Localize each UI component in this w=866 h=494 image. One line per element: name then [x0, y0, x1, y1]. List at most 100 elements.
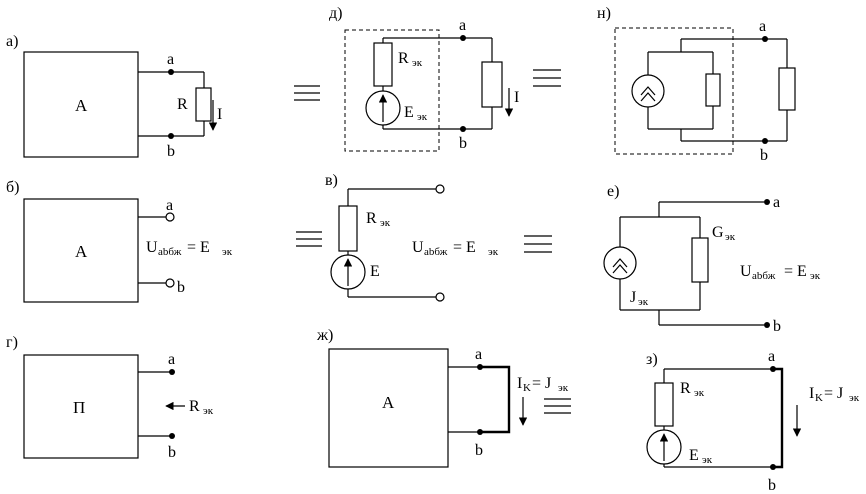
current-source-jeq	[603, 246, 637, 280]
resistor-r	[195, 87, 212, 122]
equivalence-sign-4	[524, 235, 552, 253]
node-a-label: a	[459, 17, 466, 34]
req-sub: эк	[412, 57, 423, 69]
node-a-dot	[169, 369, 175, 375]
geq-label: G	[712, 224, 724, 241]
current-label: I	[514, 89, 519, 106]
panel-g: г) П a b R эк	[6, 334, 214, 461]
jeq-label: J	[630, 289, 636, 306]
jeq-sub: эк	[558, 382, 569, 394]
req-label: R	[680, 380, 691, 397]
node-b-label: b	[459, 135, 467, 152]
short-circuit	[773, 367, 784, 469]
panel-b-label: б)	[6, 179, 19, 196]
dashed-boundary	[614, 27, 734, 155]
panel-z: з) a b R эк E эк I K = J эк	[646, 348, 860, 494]
node-a-dot	[460, 35, 466, 41]
resistor-req	[338, 205, 358, 252]
e-label: E	[370, 263, 380, 280]
node-a-dot	[770, 366, 776, 372]
equivalence-sign-1	[294, 85, 320, 101]
req-label: R	[189, 398, 200, 415]
uabbzh-label: U	[146, 239, 158, 256]
terminal-a	[435, 184, 445, 194]
node-a-label: a	[168, 351, 175, 368]
req-sub: эк	[380, 217, 391, 229]
node-a-dot	[764, 199, 770, 205]
terminal-b	[435, 292, 445, 302]
terminal-a	[165, 212, 175, 222]
node-a-label: a	[759, 18, 766, 35]
block-a-label: A	[382, 393, 395, 412]
resistor-req	[373, 42, 393, 87]
node-b-label: b	[768, 477, 776, 494]
current-label: I	[217, 106, 222, 123]
eeq-label: E	[689, 447, 699, 464]
eq-label: = E	[784, 263, 807, 280]
panel-zh: ж) A a b I K = J эк	[316, 327, 569, 468]
node-b-label: b	[760, 147, 768, 164]
conductance-geq	[691, 237, 709, 283]
geq-sub: эк	[725, 231, 736, 243]
node-b-label: b	[177, 279, 185, 296]
eeq-label: E	[404, 104, 414, 121]
block-a	[328, 348, 449, 468]
node-a-dot	[762, 36, 768, 42]
panel-zh-label: ж)	[316, 327, 333, 344]
resistor-label: R	[177, 96, 188, 113]
dashed-boundary	[344, 29, 440, 152]
eq-label: = E	[187, 239, 210, 256]
current-source	[631, 74, 665, 108]
load-resistor	[778, 67, 796, 111]
eq-label: = E	[453, 239, 476, 256]
eq-label: = J	[824, 385, 843, 402]
node-b-dot	[168, 133, 174, 139]
eeq-sub: эк	[810, 270, 821, 282]
node-a-label: a	[475, 346, 482, 363]
ik-label: I	[517, 375, 522, 392]
req-label: R	[398, 50, 409, 67]
uabbzh-label: U	[740, 263, 752, 280]
panel-n: н) a b	[597, 5, 796, 164]
eq-label: = J	[532, 375, 551, 392]
panel-g-label: г)	[6, 334, 18, 351]
node-b-dot	[477, 429, 483, 435]
req-label: R	[366, 210, 377, 227]
block-a-label: A	[75, 96, 88, 115]
panel-v: в) R эк E U abбж = E эк	[325, 172, 499, 302]
panel-e-label: е)	[607, 183, 619, 200]
panel-v-label: в)	[325, 172, 338, 189]
uabbzh-sub: abбж	[158, 246, 182, 258]
eeq-sub: эк	[222, 246, 233, 258]
node-b-dot	[764, 322, 770, 328]
node-b-label: b	[167, 143, 175, 160]
uabbzh-label: U	[412, 239, 424, 256]
block-a	[23, 51, 139, 158]
equivalence-sign-5	[544, 398, 571, 414]
ik-sub: K	[523, 382, 531, 394]
node-b-label: b	[773, 318, 781, 335]
block-p-label: П	[73, 398, 85, 417]
node-b-dot	[169, 433, 175, 439]
node-b-label: b	[168, 444, 176, 461]
panel-a-label: а)	[6, 33, 18, 50]
eeq-sub: эк	[488, 246, 499, 258]
panel-z-label: з)	[646, 351, 658, 368]
panel-d-label: д)	[329, 5, 342, 22]
eeq-sub: эк	[702, 454, 713, 466]
req-sub: эк	[203, 405, 214, 417]
resistor-req	[654, 382, 674, 427]
uabbzh-sub: abбж	[752, 270, 776, 282]
node-b-dot	[460, 126, 466, 132]
node-b-dot	[770, 464, 776, 470]
eeq-sub: эк	[417, 111, 428, 123]
node-a-label: a	[167, 51, 174, 68]
panel-b: б) A a b U abбж = E эк	[6, 179, 233, 303]
short-circuit	[480, 365, 511, 434]
load-resistor	[481, 61, 503, 108]
node-a-dot	[168, 69, 174, 75]
node-b-dot	[762, 138, 768, 144]
ik-label: I	[809, 385, 814, 402]
node-b-label: b	[475, 442, 483, 459]
